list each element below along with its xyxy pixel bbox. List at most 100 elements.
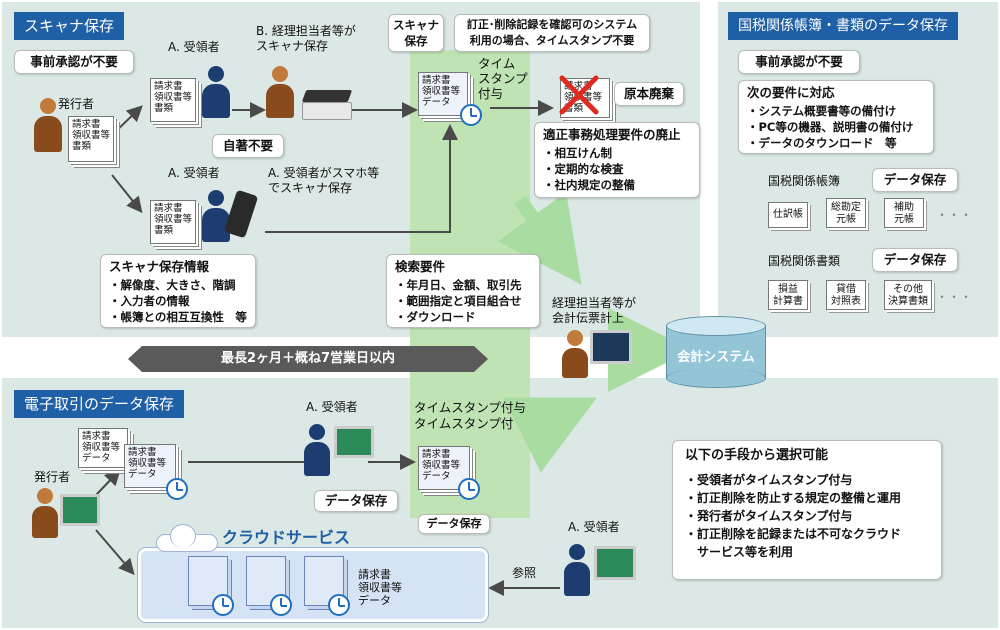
- cloud-clock-icon-1: [212, 594, 234, 616]
- abolition-heading: 適正事務処理要件の廃止: [543, 127, 681, 142]
- cloud-clock-icon-2: [270, 594, 292, 616]
- tax-requirement-item: ・システム概要書等の備付け: [747, 104, 897, 118]
- tax-title: 国税関係帳簿・書類のデータ保存: [728, 12, 958, 40]
- tax-requirements-heading: 次の要件に対応: [747, 85, 835, 100]
- tax-books-save: データ保存: [872, 168, 958, 192]
- e-issuer-clock-icon: [166, 478, 188, 500]
- accounting-system-label: 会計システム: [677, 350, 755, 365]
- abolition-box: 適正事務処理要件の廃止 ・相互けん制 ・定期的な検査 ・社内規定の整備: [534, 122, 700, 198]
- e-timestamp-label: タイムスタンプ付与 タイムスタンプ付: [414, 400, 526, 431]
- search-item: ・ダウンロード: [395, 310, 476, 324]
- tax-no-approval: 事前承認が不要: [738, 50, 860, 74]
- b-accounting-label: B. 経理担当者等が スキャナ保存: [256, 24, 356, 53]
- accounting-person-label: 経理担当者等が 会計伝票計上: [552, 296, 637, 325]
- e-recipient2-pc-icon: [594, 546, 636, 580]
- tax-requirement-item: ・PC等の機器、説明書の備付け: [747, 120, 914, 134]
- cloud-doc-label: 請求書 領収書等 データ: [358, 568, 402, 607]
- book-general-ledger: 総勘定 元帳: [826, 198, 866, 228]
- scanner-data-document: 請求書 領収書等 データ: [418, 72, 468, 116]
- tax-docs-label: 国税関係書類: [768, 254, 841, 268]
- e-data-save-badge: データ保存: [314, 490, 398, 512]
- cloud-service-label: クラウドサービス: [222, 528, 351, 547]
- b-person-icon: [266, 66, 294, 118]
- arrow-issuer-a1: [111, 105, 143, 136]
- option-item: ・訂正削除を防止する規定の整備と運用: [685, 491, 902, 505]
- deadline-text: 最長2ヶ月＋概ね7営業日以内: [220, 351, 396, 366]
- option-item: ・受領者がタイムスタンプ付与: [685, 473, 853, 487]
- doc-balance-sheet: 貸借 対照表: [826, 280, 866, 310]
- disposal-cross-icon: [559, 75, 599, 115]
- e-timestamp-document: 請求書 領収書等 データ: [418, 446, 470, 490]
- issuer-label: 発行者: [58, 97, 95, 111]
- tax-requirements-box: 次の要件に対応 ・システム概要書等の備付け ・PC等の機器、説明書の備付け ・デ…: [738, 80, 934, 154]
- scan-info-item: ・解像度、大きさ、階調: [109, 278, 236, 292]
- book-subsidiary-ledger: 補助 元帳: [884, 198, 924, 228]
- timestamp-clock-icon: [460, 104, 482, 126]
- arrow-phone-data: [265, 124, 458, 233]
- doc-other-statements: その他 決算書類: [884, 280, 932, 310]
- a-smartphone-label: A. 受領者がスマホ等 でスキャナ保存: [268, 166, 380, 195]
- scanner-device-icon: [301, 90, 353, 120]
- search-item: ・範囲指定と項目組合せ: [395, 294, 522, 308]
- search-box: 検索要件 ・年月日、金額、取引先 ・範囲指定と項目組合せ ・ダウンロード: [386, 254, 540, 328]
- e-issuer-data-document: 請求書 領収書等 データ: [124, 444, 176, 488]
- book-journal: 仕訳帳: [768, 202, 808, 228]
- deadline-banner: [128, 346, 488, 372]
- e-issuer-pc-icon: [60, 494, 100, 526]
- arrow-issuer-a2: [111, 174, 143, 214]
- scan-info-heading: スキャナ保存情報: [109, 259, 210, 274]
- scan-info-item: ・入力者の情報: [109, 294, 190, 308]
- cloud-data-file-1: [188, 556, 228, 606]
- tax-requirement-item: ・データのタウンロード 等: [747, 136, 897, 150]
- scanner-no-approval: 事前承認が不要: [14, 50, 134, 74]
- e-timestamp-clock-icon: [458, 478, 480, 500]
- scan-info-item: ・帳簿との相互互換性 等: [109, 310, 247, 324]
- accounting-person-icon: [562, 330, 588, 378]
- scanner-title: スキャナ保存: [14, 12, 125, 40]
- scanner-callout: スキャナ 保存: [388, 14, 444, 52]
- tax-docs-save: データ保存: [872, 248, 958, 272]
- green-arrow-bottom: [503, 397, 598, 473]
- abolition-item: ・相互けん制: [543, 146, 612, 160]
- accounting-pc-icon: [590, 330, 632, 364]
- search-heading: 検索要件: [395, 259, 446, 274]
- a1-document: 請求書 領収書等 書類: [150, 78, 196, 122]
- scan-info-box: スキャナ保存情報 ・解像度、大きさ、階調 ・入力者の情報 ・帳簿との相互互換性 …: [100, 254, 256, 328]
- e-issuer-person-icon: [32, 488, 58, 538]
- option-item: ・発行者がタイムスタンプ付与: [685, 509, 853, 523]
- abolition-item: ・社内規定の整備: [543, 178, 635, 192]
- green-arrow-top: [498, 192, 582, 285]
- option-item: ・訂正削除を記録または不可なクラウド サービス等を利用: [685, 527, 902, 559]
- issuer-person-icon: [34, 98, 62, 152]
- timestamp-label: タイム スタンプ 付与: [478, 56, 528, 101]
- e-data-save-badge-2: データ保存: [418, 514, 490, 534]
- original-disposal-badge: 原本廃棄: [614, 82, 684, 106]
- e-recipient-a1-label: A. 受領者: [306, 400, 358, 414]
- tax-books-label: 国税関係帳簿: [768, 174, 841, 188]
- recipient-a2-icon: [202, 190, 230, 242]
- cloud-clock-icon-3: [328, 594, 350, 616]
- e-recipient-pc-icon: [334, 426, 374, 458]
- abolition-item: ・定期的な検査: [543, 162, 624, 176]
- accounting-system-db-icon: [666, 316, 766, 388]
- tax-docs-ellipsis: ・・・: [936, 290, 973, 304]
- revision-callout: 訂正･削除記録を確認可のシステム 利用の場合、タイムスタンプ不要: [454, 14, 650, 52]
- etrans-title: 電子取引のデータ保存: [14, 390, 185, 418]
- e-issuer-label: 発行者: [34, 470, 71, 484]
- cloud-icon: [156, 522, 218, 552]
- reference-label: 参照: [512, 566, 537, 580]
- search-item: ・年月日、金額、取引先: [395, 278, 522, 292]
- no-signature-badge: 自著不要: [212, 134, 284, 158]
- e-recipient-a2-label: A. 受領者: [568, 520, 620, 534]
- recipient-a1-icon: [202, 66, 230, 118]
- doc-income-statement: 損益 計算書: [768, 280, 808, 310]
- tax-books-ellipsis: ・・・: [936, 208, 973, 222]
- issuer-document: 請求書 領収書等 書類: [68, 116, 114, 162]
- e-recipient-person-icon: [304, 424, 330, 476]
- recipient-a1-label: A. 受領者: [168, 40, 220, 54]
- e-issuer-document: 請求書 領収書等 データ: [78, 428, 128, 468]
- recipient-a2-label: A. 受領者: [168, 166, 220, 180]
- arrow-e-issuer-cloud: [95, 529, 135, 576]
- options-heading: 以下の手段から選択可能: [685, 448, 829, 463]
